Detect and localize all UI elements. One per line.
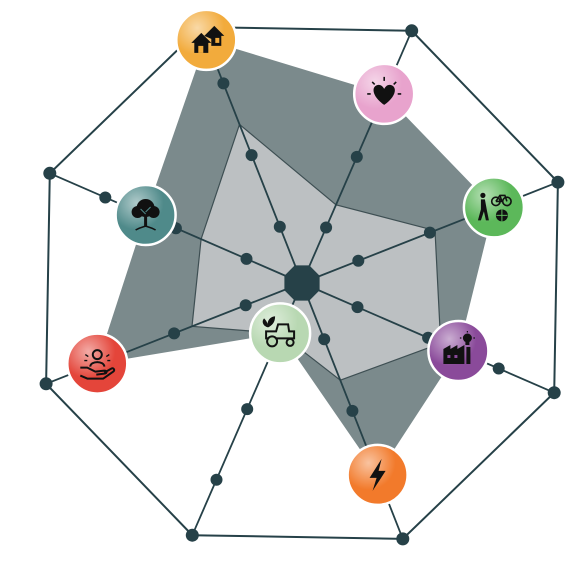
corner-dot-health — [405, 24, 419, 38]
spoke-dot-nature-2 — [99, 191, 112, 204]
spoke-dot-industry-2 — [492, 362, 505, 375]
spoke-dot-nature-0 — [240, 252, 253, 265]
spoke-dot-mobility-0 — [352, 254, 365, 267]
spoke-dot-health-0 — [320, 221, 333, 234]
industry-badge — [427, 319, 490, 383]
mobility-badge-shine — [463, 177, 524, 238]
corner-dot-agriculture — [185, 528, 199, 542]
care-badge-shine — [67, 333, 128, 394]
spoke-dot-energy-0 — [318, 333, 331, 346]
corner-dot-energy — [396, 532, 410, 546]
care-badge — [66, 332, 129, 395]
spoke-dot-industry-0 — [351, 301, 364, 314]
spoke-dot-mobility-1 — [423, 226, 436, 239]
corner-dot-nature — [43, 166, 57, 180]
mobility-badge — [462, 176, 526, 239]
corner-dot-industry — [547, 386, 561, 400]
spoke-dot-housing-2 — [217, 77, 230, 90]
housing-badge — [175, 8, 238, 72]
corner-dot-care — [39, 377, 53, 391]
spoke-dot-care-0 — [239, 299, 252, 312]
health-badge — [352, 62, 416, 126]
spoke-dot-health-1 — [350, 150, 363, 163]
center-hub — [284, 265, 320, 301]
agriculture-badge-shine — [250, 303, 311, 364]
spoke-dot-housing-0 — [273, 220, 286, 233]
spoke-dot-agriculture-1 — [241, 403, 254, 416]
nature-badge — [114, 183, 177, 247]
spoke-dot-agriculture-2 — [210, 473, 223, 486]
spoke-dot-housing-1 — [245, 149, 258, 162]
spoke-dot-care-1 — [168, 327, 181, 340]
spoke-dot-energy-1 — [346, 404, 359, 417]
energy-badge — [346, 443, 409, 507]
corner-dot-mobility — [551, 175, 565, 189]
agriculture-badge — [248, 302, 312, 365]
